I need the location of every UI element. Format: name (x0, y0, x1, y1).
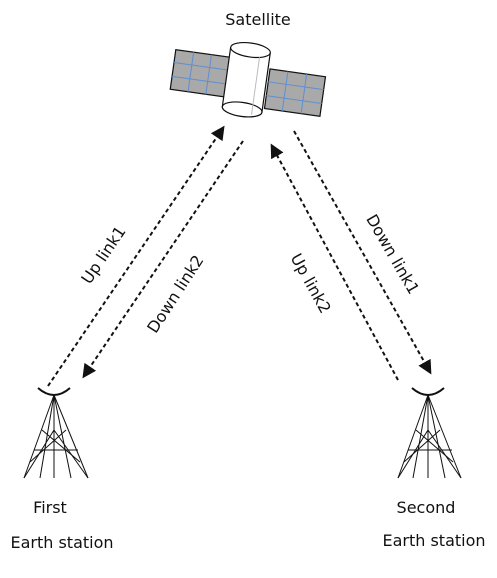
up-link2-label: Up link2 (287, 250, 335, 316)
up-link1-label: Up link1 (77, 222, 129, 287)
satellite-label: Satellite (225, 10, 291, 29)
second-station-line2: Earth station (382, 531, 485, 550)
down-link2-arrow (82, 140, 244, 379)
down-link2-label: Down link2 (143, 252, 207, 337)
down-link1-label: Down link1 (362, 211, 423, 297)
first-station-line1: First (33, 498, 67, 517)
satellite-icon (169, 41, 327, 118)
left-solar-panel (169, 48, 231, 98)
up-link1-arrow (47, 125, 225, 387)
second-earth-station-tower-icon (397, 387, 462, 479)
first-station-line2: Earth station (10, 533, 113, 552)
up-link2-arrow (270, 143, 399, 381)
first-earth-station-tower-icon (23, 387, 89, 479)
second-station-line1: Second (397, 498, 456, 517)
right-solar-panel (263, 68, 327, 118)
satellite-body (221, 41, 271, 118)
down-link1-arrow (293, 130, 432, 375)
